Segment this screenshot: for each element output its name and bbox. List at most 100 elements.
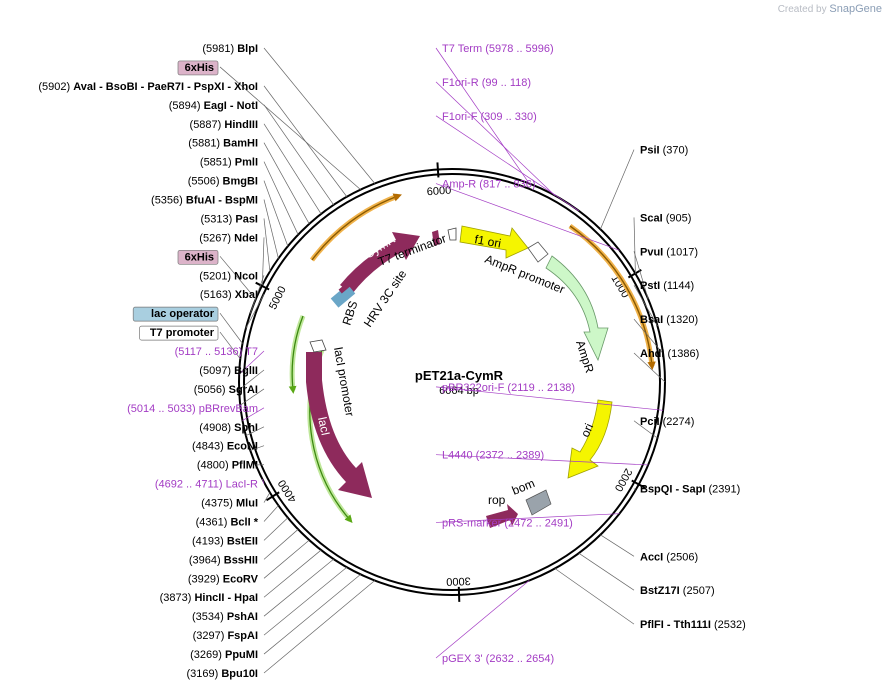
site-label[interactable]: (5117 .. 5136) T7 — [175, 346, 265, 375]
site-label[interactable]: (4692 .. 4711) LacI-R — [155, 479, 265, 491]
site-label[interactable]: (5894) EagI - NotI — [169, 100, 334, 206]
site-label[interactable]: (3269) PpuMI — [190, 574, 361, 661]
site-label[interactable]: PstI (1144) — [633, 280, 694, 327]
site-label[interactable]: (5201) NcoI — [199, 270, 265, 314]
site-label[interactable]: (5056) SgrAI — [194, 384, 265, 406]
bom-feature[interactable] — [525, 489, 552, 516]
orange-arc-right-core — [569, 225, 656, 371]
green-arc-inner-core — [288, 315, 304, 394]
cymr-feature-arrow[interactable] — [340, 232, 420, 294]
site-label[interactable]: (5902) AvaI - BsoBI - PaeR7I - PspXI - X… — [38, 81, 348, 197]
site-label[interactable]: F1ori-F (309 .. 330) — [435, 111, 579, 212]
enzyme-site-label: AccI (2506) — [640, 551, 698, 563]
site-label[interactable]: (3534) PshAI — [192, 558, 334, 623]
site-label[interactable]: T7 Term (5978 .. 5996) — [435, 43, 554, 184]
site-label[interactable]: T7 promoter — [139, 325, 241, 360]
site-label[interactable]: (3297) FspAI — [193, 566, 348, 642]
site-label[interactable]: (4375) MluI — [201, 492, 271, 510]
enzyme-site-label: (5981) BlpI — [202, 43, 258, 55]
site-name: lac operator — [151, 308, 215, 320]
site-label[interactable]: (4908) SphI — [199, 422, 265, 436]
leader-line — [435, 386, 664, 411]
f1-ori-feature-arrow[interactable] — [459, 225, 529, 259]
site-label[interactable]: PvuI (1017) — [633, 246, 698, 300]
site-name: PasI — [235, 213, 258, 225]
ampr-feature-arrow[interactable] — [545, 255, 609, 362]
site-label[interactable]: (5881) BamHI — [188, 138, 310, 225]
site-label[interactable]: AhdI (1386) — [633, 348, 699, 383]
site-name: BfuAI - BspMI — [186, 195, 258, 207]
site-label[interactable]: PsiI (370) — [600, 145, 688, 230]
ori-feature-arrow[interactable] — [567, 399, 613, 479]
site-label[interactable]: (5356) BfuAI - BspMI — [151, 195, 279, 259]
enzyme-site-label: (4908) SphI — [199, 422, 258, 434]
site-label[interactable]: PflFI - Tth111I (2532) — [554, 568, 746, 632]
site-position: (3169) — [186, 668, 221, 680]
site-label[interactable]: (3929) EcoRV — [188, 539, 310, 585]
site-name: PpuMI — [225, 649, 258, 661]
site-name: AccI — [640, 551, 663, 563]
site-position: (4843) — [192, 441, 227, 453]
site-position: (4375) — [201, 498, 236, 510]
site-label[interactable]: lac operator — [132, 306, 243, 344]
site-label[interactable]: (4800) PflMI — [197, 460, 265, 472]
site-label[interactable]: L4440 (2372 .. 2389) — [435, 450, 649, 466]
site-label[interactable]: BsaI (1320) — [633, 314, 698, 354]
enzyme-site-label: (5163) XbaI — [200, 289, 258, 301]
site-label[interactable]: ScaI (905) — [633, 212, 691, 274]
enzyme-site-label: (5506) BmgBI — [188, 176, 258, 188]
leader-line — [633, 352, 666, 383]
site-label[interactable]: (5014 .. 5033) pBRrevBam — [127, 403, 265, 421]
site-label[interactable]: 6xHis — [177, 60, 361, 190]
site-label[interactable]: (5887) HindIII — [190, 119, 322, 215]
site-label[interactable]: (3169) Bpu10I — [186, 580, 376, 680]
leader-line — [240, 388, 265, 406]
site-label[interactable]: BspQI - SapI (2391) — [633, 484, 740, 496]
site-label[interactable]: pBR322ori-F (2119 .. 2138) — [435, 382, 664, 411]
site-name: PflMI — [232, 460, 258, 472]
leader-line — [249, 275, 265, 314]
laci-feature-arrow[interactable] — [306, 352, 372, 498]
site-position: (3269) — [190, 649, 225, 661]
enzyme-site-label: (4800) PflMI — [197, 460, 258, 472]
site-label[interactable]: (4193) BstEII — [192, 517, 289, 548]
site-name: MluI — [236, 498, 258, 510]
feature-box — [177, 249, 219, 265]
site-name: pRS-marker — [442, 517, 502, 529]
site-label[interactable]: (4361) BclI * — [196, 505, 279, 528]
leader-line — [633, 488, 636, 491]
ori-label: ori — [578, 421, 596, 439]
bom-label: bom — [510, 476, 537, 498]
site-label[interactable]: 6xHis — [177, 249, 257, 300]
leader-line — [263, 505, 279, 522]
enzyme-site-label: (4375) MluI — [201, 498, 258, 510]
site-label[interactable]: (5267) NdeI — [199, 232, 265, 286]
site-label[interactable]: (5163) XbaI — [200, 289, 265, 329]
site-label[interactable]: F1ori-R (99 .. 118) — [435, 77, 556, 196]
site-position: (1320) — [663, 314, 698, 326]
site-label[interactable]: pRS-marker (2472 .. 2491) — [435, 513, 620, 530]
site-position: (2372 .. 2389) — [473, 450, 545, 462]
site-position: (2274) — [660, 416, 695, 428]
t7-terminator-marker — [432, 230, 440, 246]
site-label[interactable]: PciI (2274) — [633, 416, 695, 439]
feature-box — [132, 306, 219, 322]
site-label[interactable]: (5506) BmgBI — [188, 176, 289, 247]
tick-label: 5000 — [267, 284, 289, 311]
site-label[interactable]: (5851) PmlI — [200, 157, 299, 235]
primer-label: pRS-marker (2472 .. 2491) — [442, 517, 573, 529]
site-label[interactable]: pGEX 3' (2632 .. 2654) — [435, 580, 554, 665]
rop-feature-arrow[interactable] — [486, 504, 518, 528]
site-label[interactable]: (5313) PasI — [201, 213, 271, 272]
site-label[interactable]: (3964) BssHII — [189, 529, 299, 566]
site-label[interactable]: Amp-R (817 .. 836) — [435, 179, 620, 251]
site-label[interactable]: AccI (2506) — [600, 534, 698, 564]
site-label[interactable]: (5097) BglII — [199, 365, 265, 391]
leader-line — [435, 183, 620, 251]
site-label[interactable]: (3873) HincII - HpaI — [160, 549, 322, 604]
site-name: pBRrevBam — [199, 403, 258, 415]
site-label[interactable]: (5981) BlpI — [202, 43, 376, 184]
site-label[interactable]: BstZ17I (2507) — [578, 552, 715, 597]
site-label[interactable]: (4843) EcoNI — [192, 441, 265, 453]
